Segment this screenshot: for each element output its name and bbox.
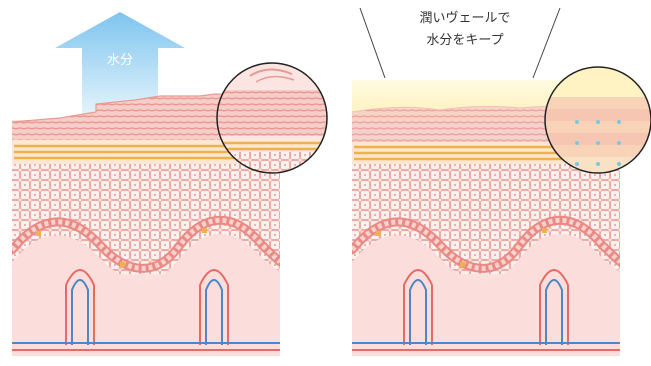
left-skin-cross-section <box>12 12 328 356</box>
moisture-dots <box>575 120 621 166</box>
moisture-escape-arrow <box>55 12 185 118</box>
veil-caption-line-1: 潤いヴェールで <box>419 11 511 26</box>
stratum-corneum-rough <box>12 94 280 140</box>
melanocytes-right <box>376 228 547 267</box>
veil-caption-line-2: 水分をキープ <box>426 33 504 48</box>
moisture-arrow-label: 水分 <box>106 53 133 68</box>
capillary-loops <box>65 269 229 345</box>
right-skin-cross-section <box>352 7 651 356</box>
callout-line-right <box>532 7 561 79</box>
melanocytes <box>36 228 207 267</box>
right-zoom-circle <box>544 66 651 174</box>
stratum-edge <box>12 93 280 123</box>
capillary-loops-right <box>403 269 569 345</box>
left-zoom-circle <box>216 62 328 174</box>
papillary-dermis-right <box>352 234 620 356</box>
papillary-dermis <box>12 234 280 356</box>
callout-line-left <box>359 7 386 79</box>
